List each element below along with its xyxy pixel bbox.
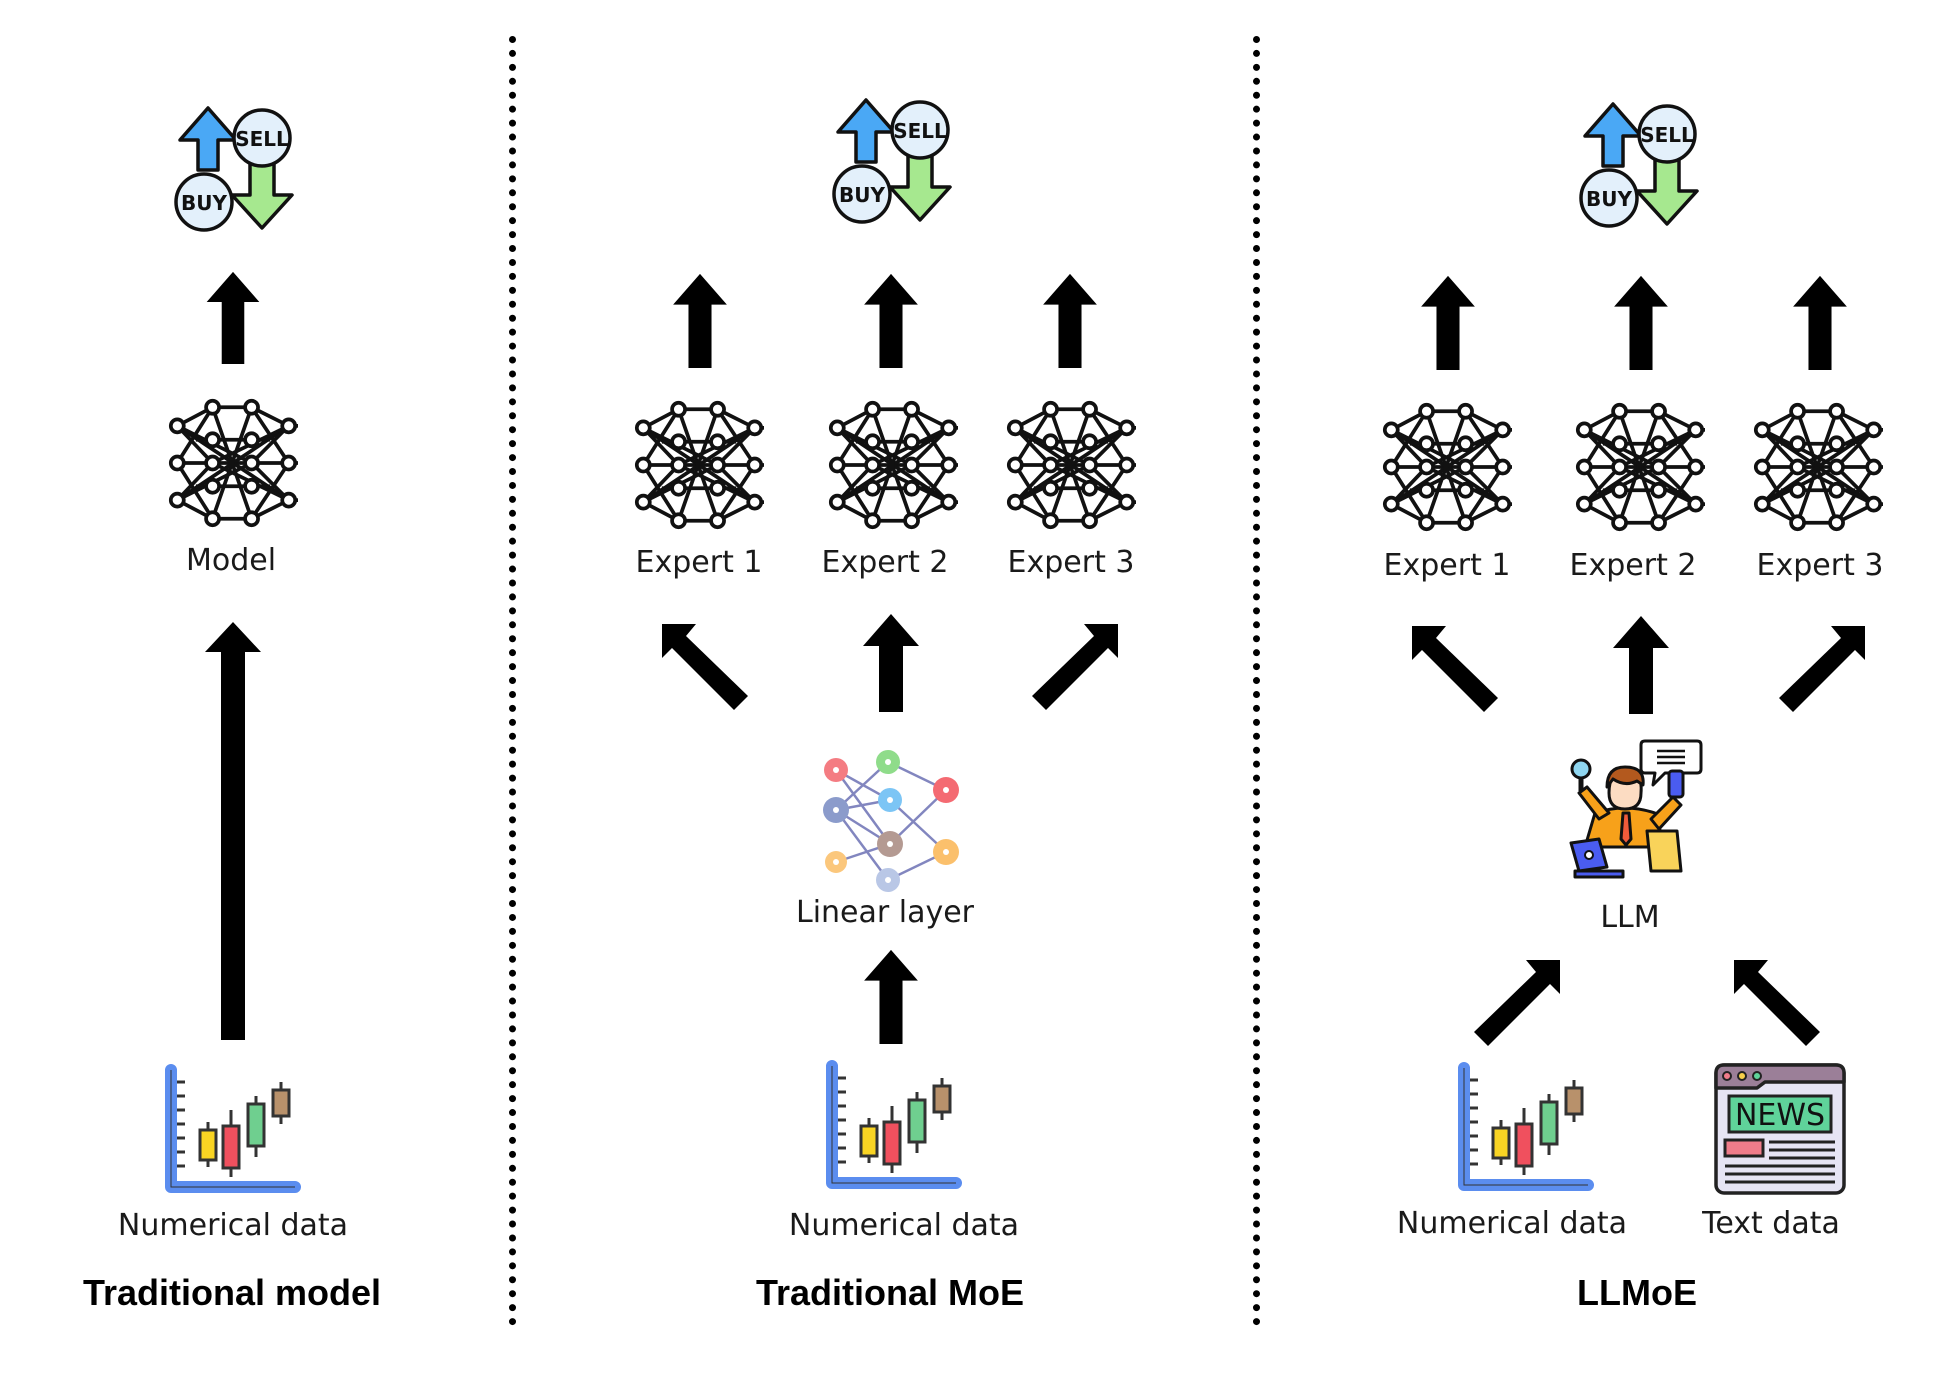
input-label: Numerical data: [1396, 1206, 1628, 1241]
arrow-up-left-icon: [1734, 960, 1820, 1046]
arrow-up-icon: [1418, 274, 1478, 370]
arrow-up-left-icon: [1412, 626, 1498, 712]
buy-sell-arrows-icon: [1575, 96, 1705, 236]
arrow-up-left-icon: [662, 624, 748, 710]
panel-title: LLMoE: [1577, 1272, 1697, 1313]
expert-2-label: Expert 2: [821, 545, 949, 580]
linear-layer-network-icon: [823, 750, 959, 892]
panel-divider-2: [1253, 36, 1260, 1326]
arrow-up-right-icon: [1474, 960, 1560, 1046]
buy-sell-arrows-icon: [828, 92, 958, 232]
arrow-up-right-icon: [1779, 626, 1865, 712]
arrow-up-icon: [1611, 614, 1671, 714]
neural-network-icon: [1006, 400, 1136, 530]
arrow-up-right-icon: [1032, 624, 1118, 710]
candlestick-chart-icon: [1456, 1060, 1596, 1195]
router-label: LLM: [1600, 900, 1660, 935]
buy-sell-arrows-icon: [170, 100, 300, 240]
expert-2-label: Expert 2: [1569, 548, 1697, 583]
router-label: Linear layer: [795, 895, 975, 930]
neural-network-icon: [1753, 402, 1883, 532]
arrow-up-icon: [670, 272, 730, 368]
news-webpage-icon: NEWS: [1714, 1063, 1846, 1195]
news-icon-text: NEWS: [1735, 1098, 1825, 1133]
candlestick-chart-icon: [824, 1058, 964, 1193]
expert-3-label: Expert 3: [1756, 548, 1884, 583]
arrow-up-icon: [861, 612, 921, 712]
arrow-up-icon: [861, 948, 921, 1044]
input-label: Numerical data: [788, 1208, 1020, 1243]
input-label: Text data: [1702, 1206, 1840, 1241]
input-label: Numerical data: [117, 1208, 349, 1243]
neural-network-icon: [634, 400, 764, 530]
panel-title: Traditional model: [82, 1272, 382, 1313]
arrow-up-icon: [203, 270, 263, 364]
expert-1-label: Expert 1: [635, 545, 763, 580]
multitasking-person-icon: [1569, 739, 1703, 879]
arrow-up-icon: [1040, 272, 1100, 368]
arrow-up-icon: [1611, 274, 1671, 370]
neural-network-icon: [828, 400, 958, 530]
candlestick-chart-icon: [163, 1062, 303, 1197]
panel-divider-1: [509, 36, 516, 1326]
neural-network-icon: [168, 398, 298, 528]
arrow-up-icon: [205, 622, 261, 1040]
expert-3-label: Expert 3: [1007, 545, 1135, 580]
panel-title: Traditional MoE: [755, 1272, 1025, 1313]
arrow-up-icon: [1790, 274, 1850, 370]
neural-network-icon: [1382, 402, 1512, 532]
neural-network-icon: [1575, 402, 1705, 532]
expert-1-label: Expert 1: [1383, 548, 1511, 583]
arrow-up-icon: [861, 272, 921, 368]
model-label: Model: [185, 543, 277, 578]
